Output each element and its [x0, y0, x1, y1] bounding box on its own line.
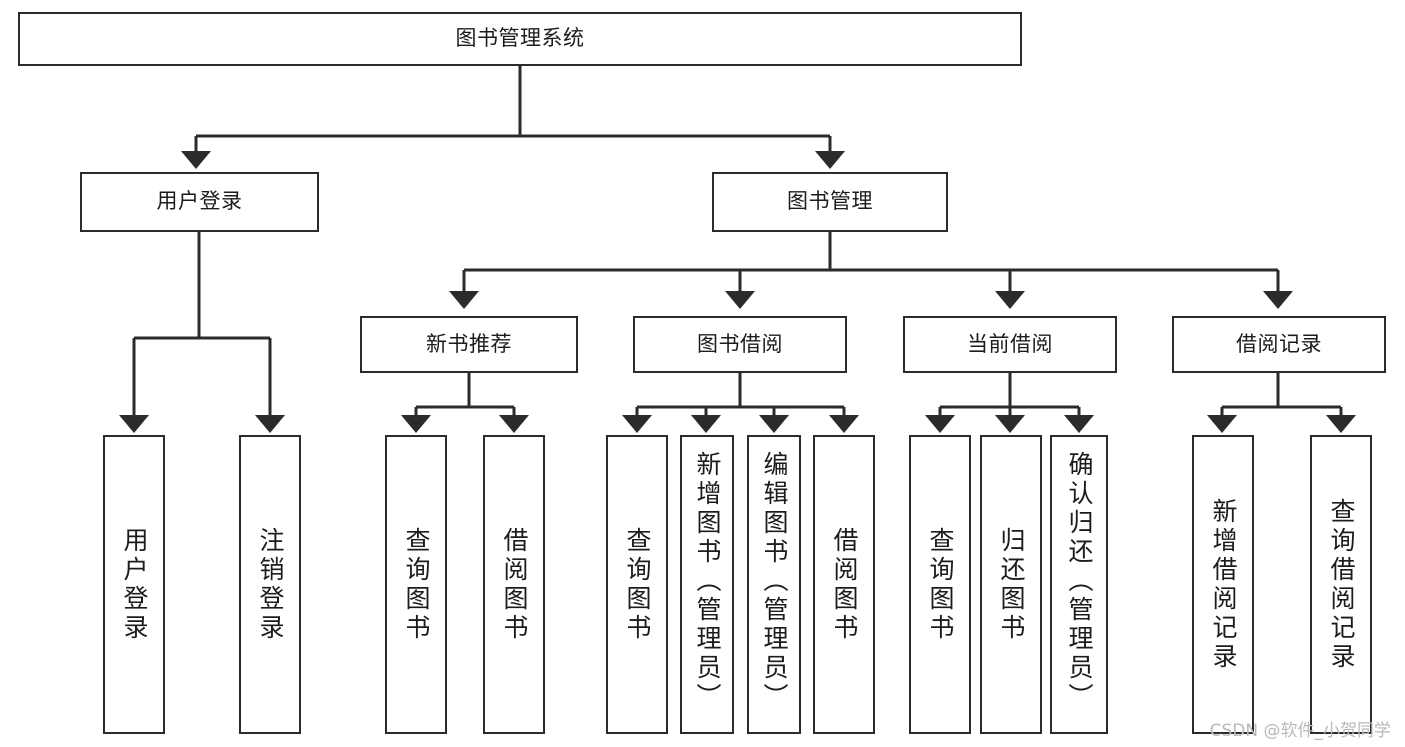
node-leaf-user-login[interactable]: 用户登录 [103, 435, 165, 734]
node-leaf-query-book-3[interactable]: 查询图书 [909, 435, 971, 734]
node-leaf-confirm-return-admin[interactable]: 确认归还（管理员） [1050, 435, 1108, 734]
node-current-borrow[interactable]: 当前借阅 [903, 316, 1117, 373]
node-user-login[interactable]: 用户登录 [80, 172, 319, 232]
node-book-management[interactable]: 图书管理 [712, 172, 948, 232]
node-label: 查询借阅记录 [1327, 497, 1356, 672]
node-label: 借阅记录 [1236, 331, 1322, 356]
node-label: 当前借阅 [967, 331, 1053, 356]
node-label: 图书借阅 [697, 331, 783, 356]
node-leaf-add-borrow-record[interactable]: 新增借阅记录 [1192, 435, 1254, 734]
node-label: 注销登录 [256, 526, 285, 643]
node-label: 新增借阅记录 [1209, 497, 1238, 672]
node-root-book-management-system[interactable]: 图书管理系统 [18, 12, 1022, 66]
node-label: 借阅图书 [830, 526, 859, 643]
node-leaf-add-book-admin[interactable]: 新增图书（管理员） [680, 435, 734, 734]
node-leaf-edit-book-admin[interactable]: 编辑图书（管理员） [747, 435, 801, 734]
node-leaf-return-book[interactable]: 归还图书 [980, 435, 1042, 734]
node-label: 归还图书 [997, 526, 1026, 643]
node-leaf-borrow-book-2[interactable]: 借阅图书 [813, 435, 875, 734]
node-label: 编辑图书（管理员） [760, 451, 789, 712]
watermark-text: CSDN @软件_小贺同学 [1209, 721, 1391, 741]
node-label: 用户登录 [156, 189, 243, 214]
node-label: 借阅图书 [500, 526, 529, 643]
node-borrow-record[interactable]: 借阅记录 [1172, 316, 1386, 373]
node-label: 用户登录 [120, 526, 149, 643]
node-leaf-query-book-2[interactable]: 查询图书 [606, 435, 668, 734]
node-label: 查询图书 [926, 526, 955, 643]
node-leaf-query-borrow-record[interactable]: 查询借阅记录 [1310, 435, 1372, 734]
node-book-borrow[interactable]: 图书借阅 [633, 316, 847, 373]
node-label: 查询图书 [623, 526, 652, 643]
node-label: 图书管理 [787, 189, 873, 214]
node-new-book-recommend[interactable]: 新书推荐 [360, 316, 578, 373]
node-leaf-borrow-book-1[interactable]: 借阅图书 [483, 435, 545, 734]
node-label: 查询图书 [402, 526, 431, 643]
node-label: 图书管理系统 [455, 26, 585, 51]
node-label: 新书推荐 [426, 331, 512, 356]
node-label: 确认归还（管理员） [1065, 451, 1094, 712]
node-leaf-query-book-1[interactable]: 查询图书 [385, 435, 447, 734]
node-leaf-logout[interactable]: 注销登录 [239, 435, 301, 734]
node-label: 新增图书（管理员） [693, 451, 722, 712]
